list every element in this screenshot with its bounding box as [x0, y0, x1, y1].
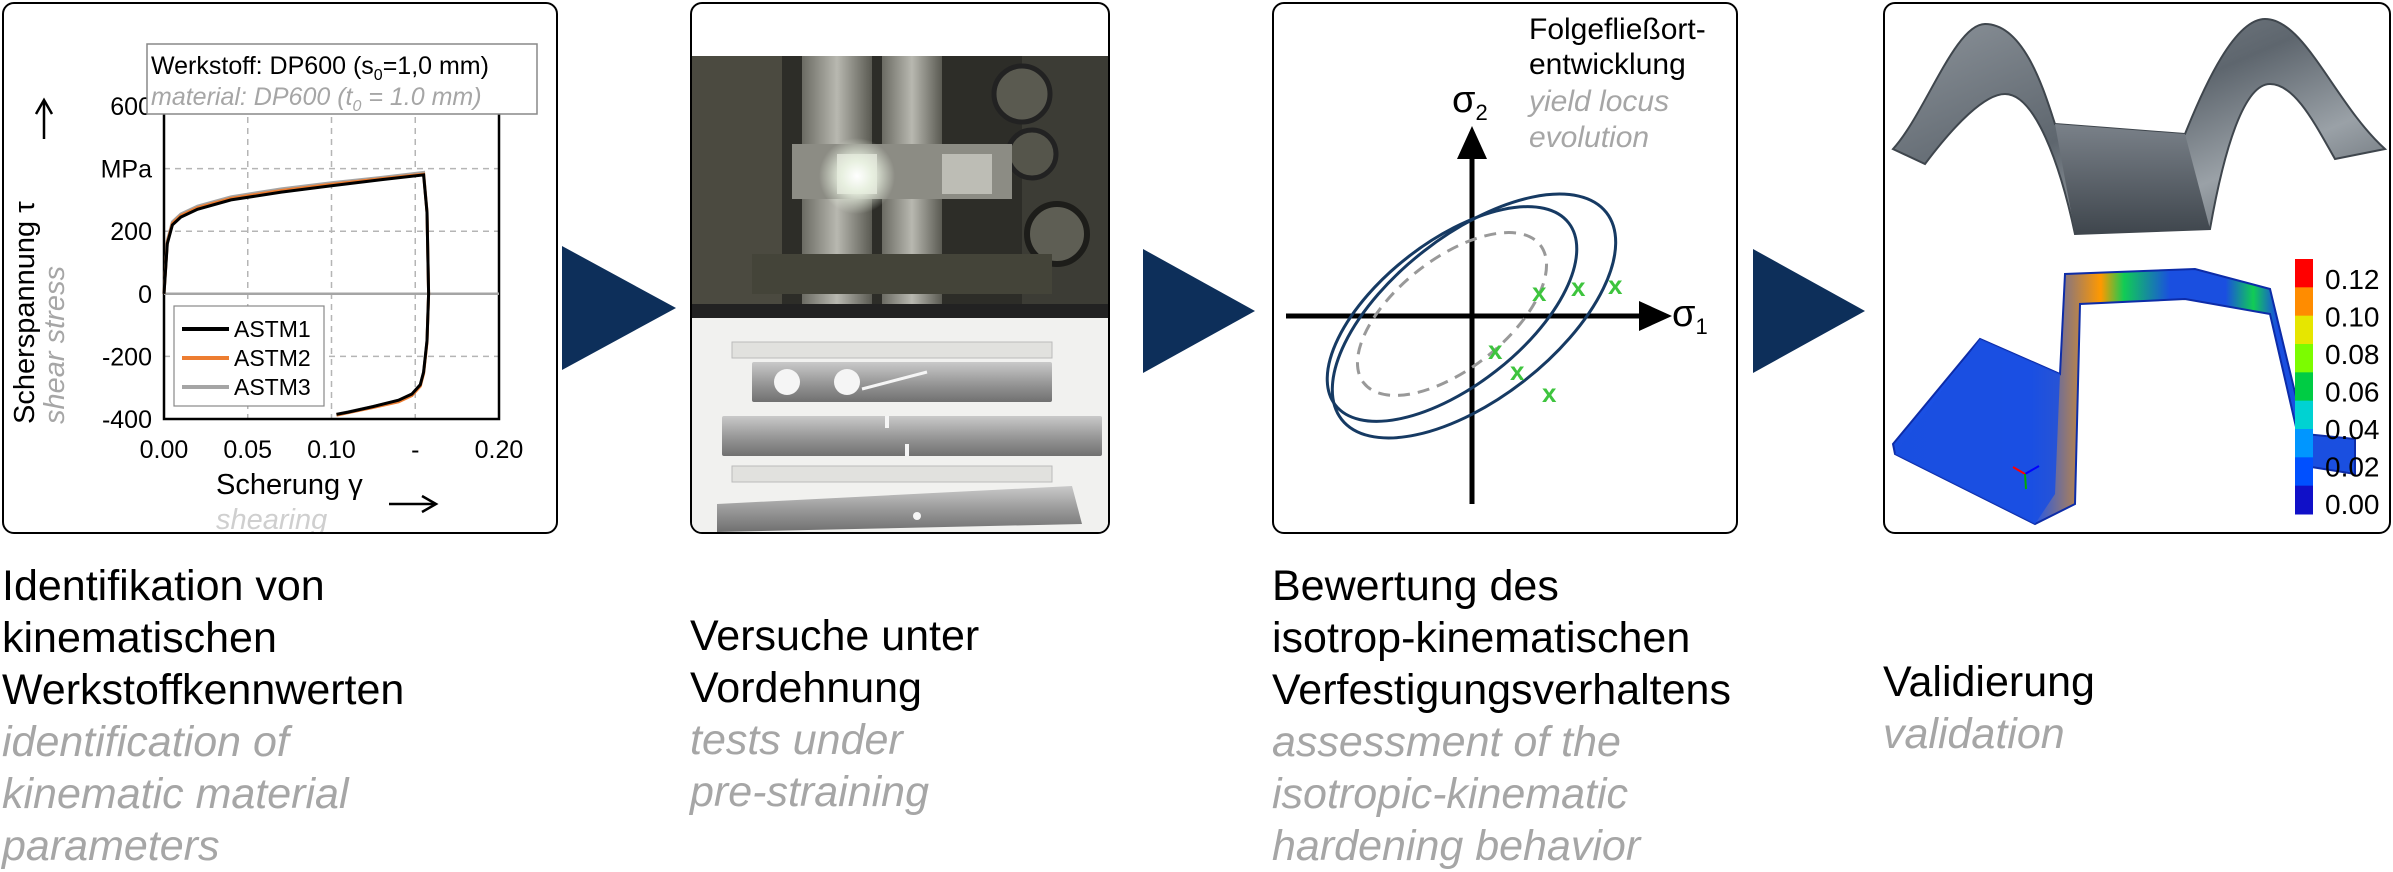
color-scale-label: 0.00: [2325, 489, 2380, 520]
caption-identification: Identifikation von kinematischen Werksto…: [2, 560, 404, 872]
color-scale-segment: [2295, 457, 2313, 487]
yield-locus-title-de-1: Folgefließort-: [1529, 13, 1706, 46]
yield-locus-inner: [1325, 205, 1579, 423]
y-tick-label: -200: [102, 343, 152, 371]
sigma2-label: σ2: [1452, 79, 1488, 125]
caption-de-line: isotrop-kinematischen: [1272, 614, 1691, 662]
caption-tests: Versuche unter Vordehnung tests under pr…: [690, 610, 979, 818]
caption-de-line: Verfestigungsverhaltens: [1272, 666, 1731, 714]
color-scale-segment: [2295, 372, 2313, 402]
caption-validation: Validierung validation: [1883, 656, 2095, 760]
x-axis-label-en: shearing: [216, 504, 327, 534]
color-scale-label: 0.12: [2325, 264, 2380, 295]
x-tick-label: 0.05: [223, 436, 272, 464]
caption-de-line: Vordehnung: [690, 664, 922, 712]
test-setup-photo: [692, 56, 1108, 532]
caption-en-line: kinematic material: [2, 770, 349, 818]
caption-de-line: Versuche unter: [690, 612, 980, 660]
series-line-astm1: [162, 173, 431, 416]
caption-en-line: tests under: [690, 716, 903, 764]
caption-en-line: parameters: [2, 822, 220, 870]
color-scale-label: 0.06: [2325, 377, 2380, 408]
x-tick-label: -: [411, 436, 419, 464]
caption-en-line: hardening behavior: [1272, 822, 1641, 870]
caption-en-line: validation: [1883, 710, 2065, 758]
validation-images: 0.12 0.10 0.08 0.06 0.04 0.02 0.00: [1891, 17, 2388, 526]
coordinate-triad-icon: [2012, 465, 2040, 490]
y-tick-label: -400: [102, 406, 152, 434]
panel-yield-locus: σ2 σ1 x x x x x x Folgefließort- entwick…: [1272, 2, 1738, 534]
color-scale-labels: 0.12 0.10 0.08 0.06 0.04 0.02 0.00: [2325, 264, 2380, 520]
marker-point: x: [1488, 335, 1503, 365]
material-box: [146, 43, 538, 115]
marker-point: x: [1532, 277, 1547, 307]
panel-validation: 0.12 0.10 0.08 0.06 0.04 0.02 0.00: [1883, 2, 2391, 534]
marker-point: x: [1542, 378, 1557, 408]
y-tick-label: MPa: [101, 156, 153, 184]
x-tick-label: 0.20: [475, 436, 524, 464]
legend-label-astm2: ASTM2: [234, 345, 311, 371]
color-scale-label: 0.10: [2325, 302, 2380, 333]
y-axis-label-en: shear stress: [39, 266, 71, 424]
caption-en-line: pre-straining: [690, 768, 929, 816]
color-scale-label: 0.04: [2325, 414, 2380, 445]
panel-test-photos: [690, 2, 1110, 534]
formed-part-photo: [1891, 17, 2388, 236]
y-tick-label: 600: [110, 93, 152, 121]
material-en: material: DP600 (t0 = 1.0 mm): [151, 83, 482, 115]
color-scale-segment: [2295, 344, 2313, 373]
legend-label-astm1: ASTM1: [234, 316, 311, 342]
caption-de-line: kinematischen: [2, 614, 277, 662]
x-axis-label-de: Scherung γ: [216, 469, 363, 501]
caption-de-line: Werkstoffkennwerten: [2, 666, 405, 714]
x-tick-label: 0.00: [140, 436, 189, 464]
marker-point: x: [1571, 272, 1586, 302]
x-tick-labels: 0.00 0.05 0.10 - 0.20: [140, 436, 524, 464]
y-tick-label: 200: [110, 218, 152, 246]
caption-de-line: Bewertung des: [1272, 562, 1559, 610]
yield-locus-title-en-2: evolution: [1529, 121, 1649, 154]
material-de: Werkstoff: DP600 (s0=1,0 mm): [151, 52, 489, 84]
measured-points: x x x x x x: [1488, 270, 1623, 408]
caption-en-line: isotropic-kinematic: [1272, 770, 1629, 818]
yield-locus-title-de-2: entwicklung: [1529, 48, 1686, 81]
color-scale-segment: [2295, 429, 2313, 458]
y-axis-label-de: Scherspannung τ: [9, 201, 41, 424]
x-tick-label: 0.10: [307, 436, 356, 464]
marker-point: x: [1510, 356, 1525, 386]
caption-de-line: Validierung: [1883, 658, 2095, 706]
process-arrow-2: [1143, 249, 1255, 373]
color-scale-label: 0.02: [2325, 452, 2380, 483]
caption-en-line: identification of: [2, 718, 289, 766]
color-scale-segment: [2295, 485, 2313, 515]
chart-series-lines: [162, 170, 431, 417]
sigma1-label: σ1: [1672, 293, 1708, 339]
process-arrow-3: [1753, 249, 1865, 373]
legend-label-astm3: ASTM3: [234, 374, 311, 400]
color-scale: [2295, 259, 2313, 515]
color-scale-segment: [2295, 315, 2313, 345]
yield-locus-diagram: σ2 σ1 x x x x x x Folgefließort- entwick…: [1286, 13, 1708, 504]
marker-point: x: [1608, 270, 1623, 300]
chart-legend: ASTM1 ASTM2 ASTM3: [173, 305, 325, 407]
process-arrow-1: [562, 246, 676, 370]
color-scale-segment: [2295, 259, 2313, 288]
yield-locus-outer: [1330, 192, 1618, 440]
yield-locus-initial: [1355, 231, 1549, 397]
caption-de-line: Identifikation von: [2, 562, 325, 610]
color-scale-label: 0.08: [2325, 339, 2380, 370]
color-scale-segment: [2295, 400, 2313, 430]
caption-assessment: Bewertung des isotrop-kinematischen Verf…: [1272, 560, 1731, 872]
caption-en-line: assessment of the: [1272, 718, 1621, 766]
color-scale-segment: [2295, 287, 2313, 317]
yield-locus-title-en-1: yield locus: [1527, 85, 1669, 118]
y-tick-label: 0: [138, 281, 152, 309]
